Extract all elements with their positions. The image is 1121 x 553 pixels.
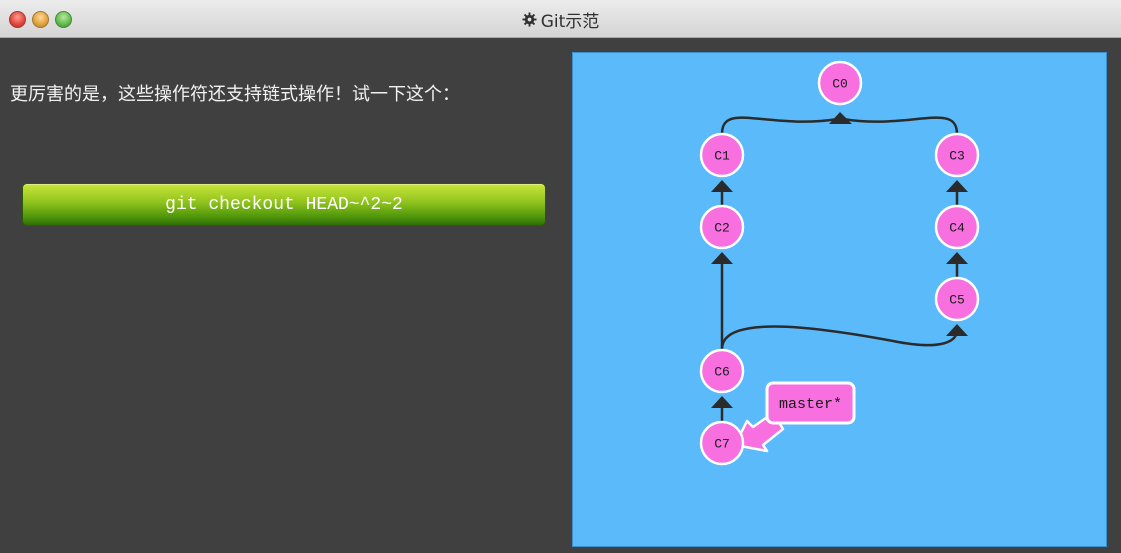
edge-arrow (946, 252, 968, 264)
commit-nodes: C0 C1 C2 C3 C4 C5 (699, 60, 980, 466)
git-graph-canvas: C0 C1 C2 C3 C4 C5 (572, 52, 1107, 547)
branch-tag-label: master* (779, 396, 842, 413)
window-title-group: Git示范 (0, 0, 1121, 38)
git-graph-svg: C0 C1 C2 C3 C4 C5 (699, 60, 980, 466)
commit-c1[interactable]: C1 (699, 132, 745, 178)
edge-arrow (711, 396, 733, 408)
commit-c5[interactable]: C5 (934, 276, 980, 322)
commit-c0[interactable]: C0 (817, 60, 863, 106)
commit-c7[interactable]: C7 (699, 420, 745, 466)
window-titlebar: Git示范 (0, 0, 1121, 38)
commit-c4-label: C4 (949, 221, 965, 236)
edge-c6-c5 (720, 325, 959, 350)
commit-c7-label: C7 (714, 437, 730, 452)
edge-arrow (946, 324, 968, 336)
commit-c6[interactable]: C6 (699, 348, 745, 394)
commit-c2-label: C2 (714, 221, 730, 236)
commit-c5-label: C5 (949, 293, 965, 308)
close-window-button[interactable] (9, 11, 26, 28)
commit-c0-label: C0 (832, 77, 848, 92)
commit-c2[interactable]: C2 (699, 204, 745, 250)
edge-arrow (946, 180, 968, 192)
gear-icon (522, 11, 537, 27)
edge-c1-c0 (720, 116, 839, 135)
commit-c3[interactable]: C3 (934, 132, 980, 178)
lesson-description: 更厉害的是，这些操作符还支持链式操作！试一下这个： (10, 84, 460, 105)
edge-arrow (711, 252, 733, 264)
commit-c4[interactable]: C4 (934, 204, 980, 250)
edge-c3-c0 (842, 116, 959, 135)
commit-c3-label: C3 (949, 149, 965, 164)
commit-c6-label: C6 (714, 365, 730, 380)
window-title: Git示范 (540, 11, 600, 32)
run-command-button[interactable]: git checkout HEAD~^2~2 (22, 183, 546, 226)
edge-arrow (711, 180, 733, 192)
edge-arrow (829, 112, 852, 124)
branch-tag-master[interactable]: master* (765, 381, 856, 425)
minimize-window-button[interactable] (32, 11, 49, 28)
commit-c1-label: C1 (714, 149, 730, 164)
maximize-window-button[interactable] (55, 11, 72, 28)
edges (711, 112, 968, 421)
